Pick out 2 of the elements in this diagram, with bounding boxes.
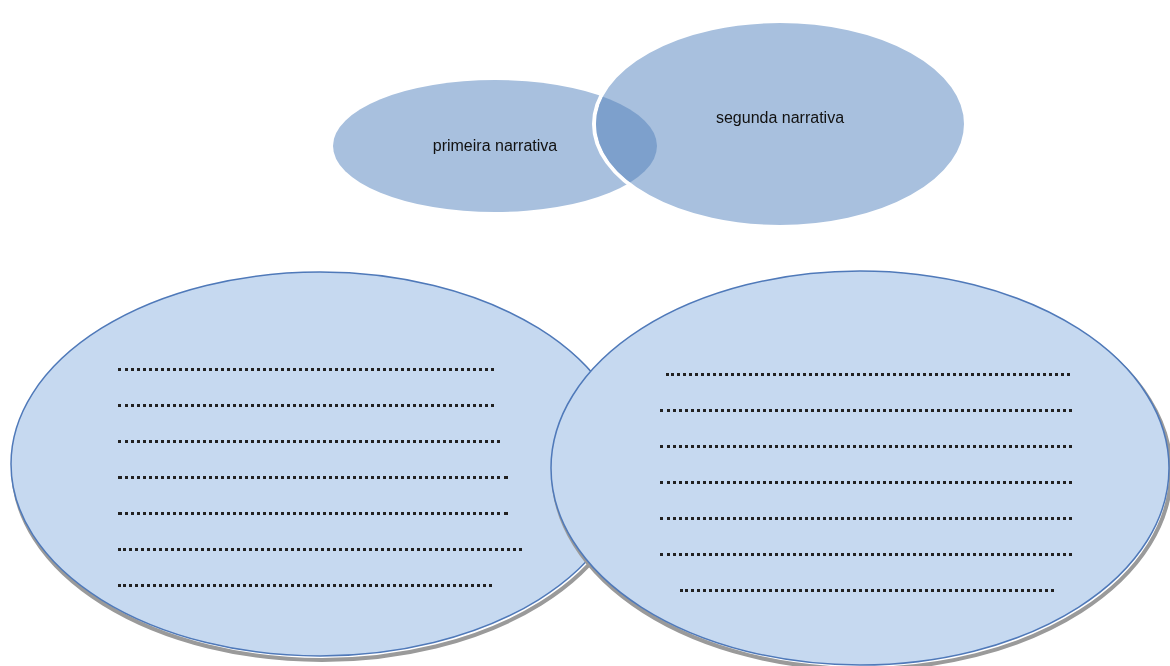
node-label: primeira narrativa [432,137,558,155]
node-label: segunda narrativa [715,109,845,127]
